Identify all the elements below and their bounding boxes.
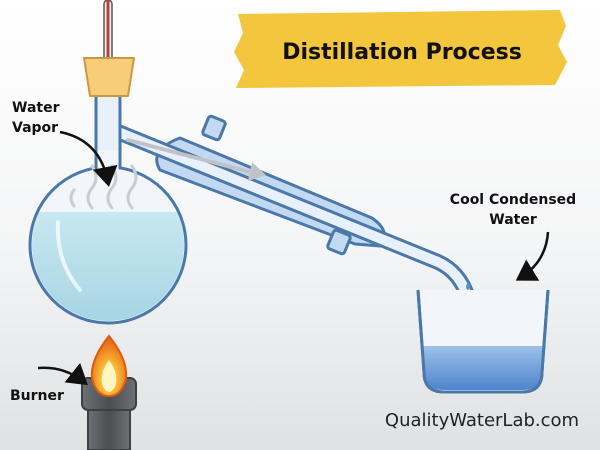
label-cool-condensed-line1: Cool Condensed	[449, 192, 577, 208]
title-highlight	[234, 10, 567, 88]
label-water-vapor: Water Vapor	[12, 98, 59, 138]
flask	[28, 86, 188, 325]
label-water-vapor-line2: Vapor	[12, 120, 59, 136]
flame	[90, 334, 128, 398]
diagram-title: Distillation Process	[282, 40, 522, 65]
label-water-vapor-line1: Water	[12, 100, 60, 116]
water-vapor-arrow	[59, 130, 118, 187]
beaker	[416, 289, 550, 394]
cool-condensed-arrow	[515, 231, 550, 281]
label-burner: Burner	[10, 388, 64, 404]
label-cool-condensed-line2: Water	[489, 212, 537, 228]
watermark: QualityWaterLab.com	[384, 410, 580, 431]
burner-arrow	[37, 362, 88, 386]
label-cool-condensed-water: Cool Condensed Water	[448, 190, 578, 230]
stopper	[83, 57, 135, 97]
vapor-arrow	[126, 138, 252, 174]
